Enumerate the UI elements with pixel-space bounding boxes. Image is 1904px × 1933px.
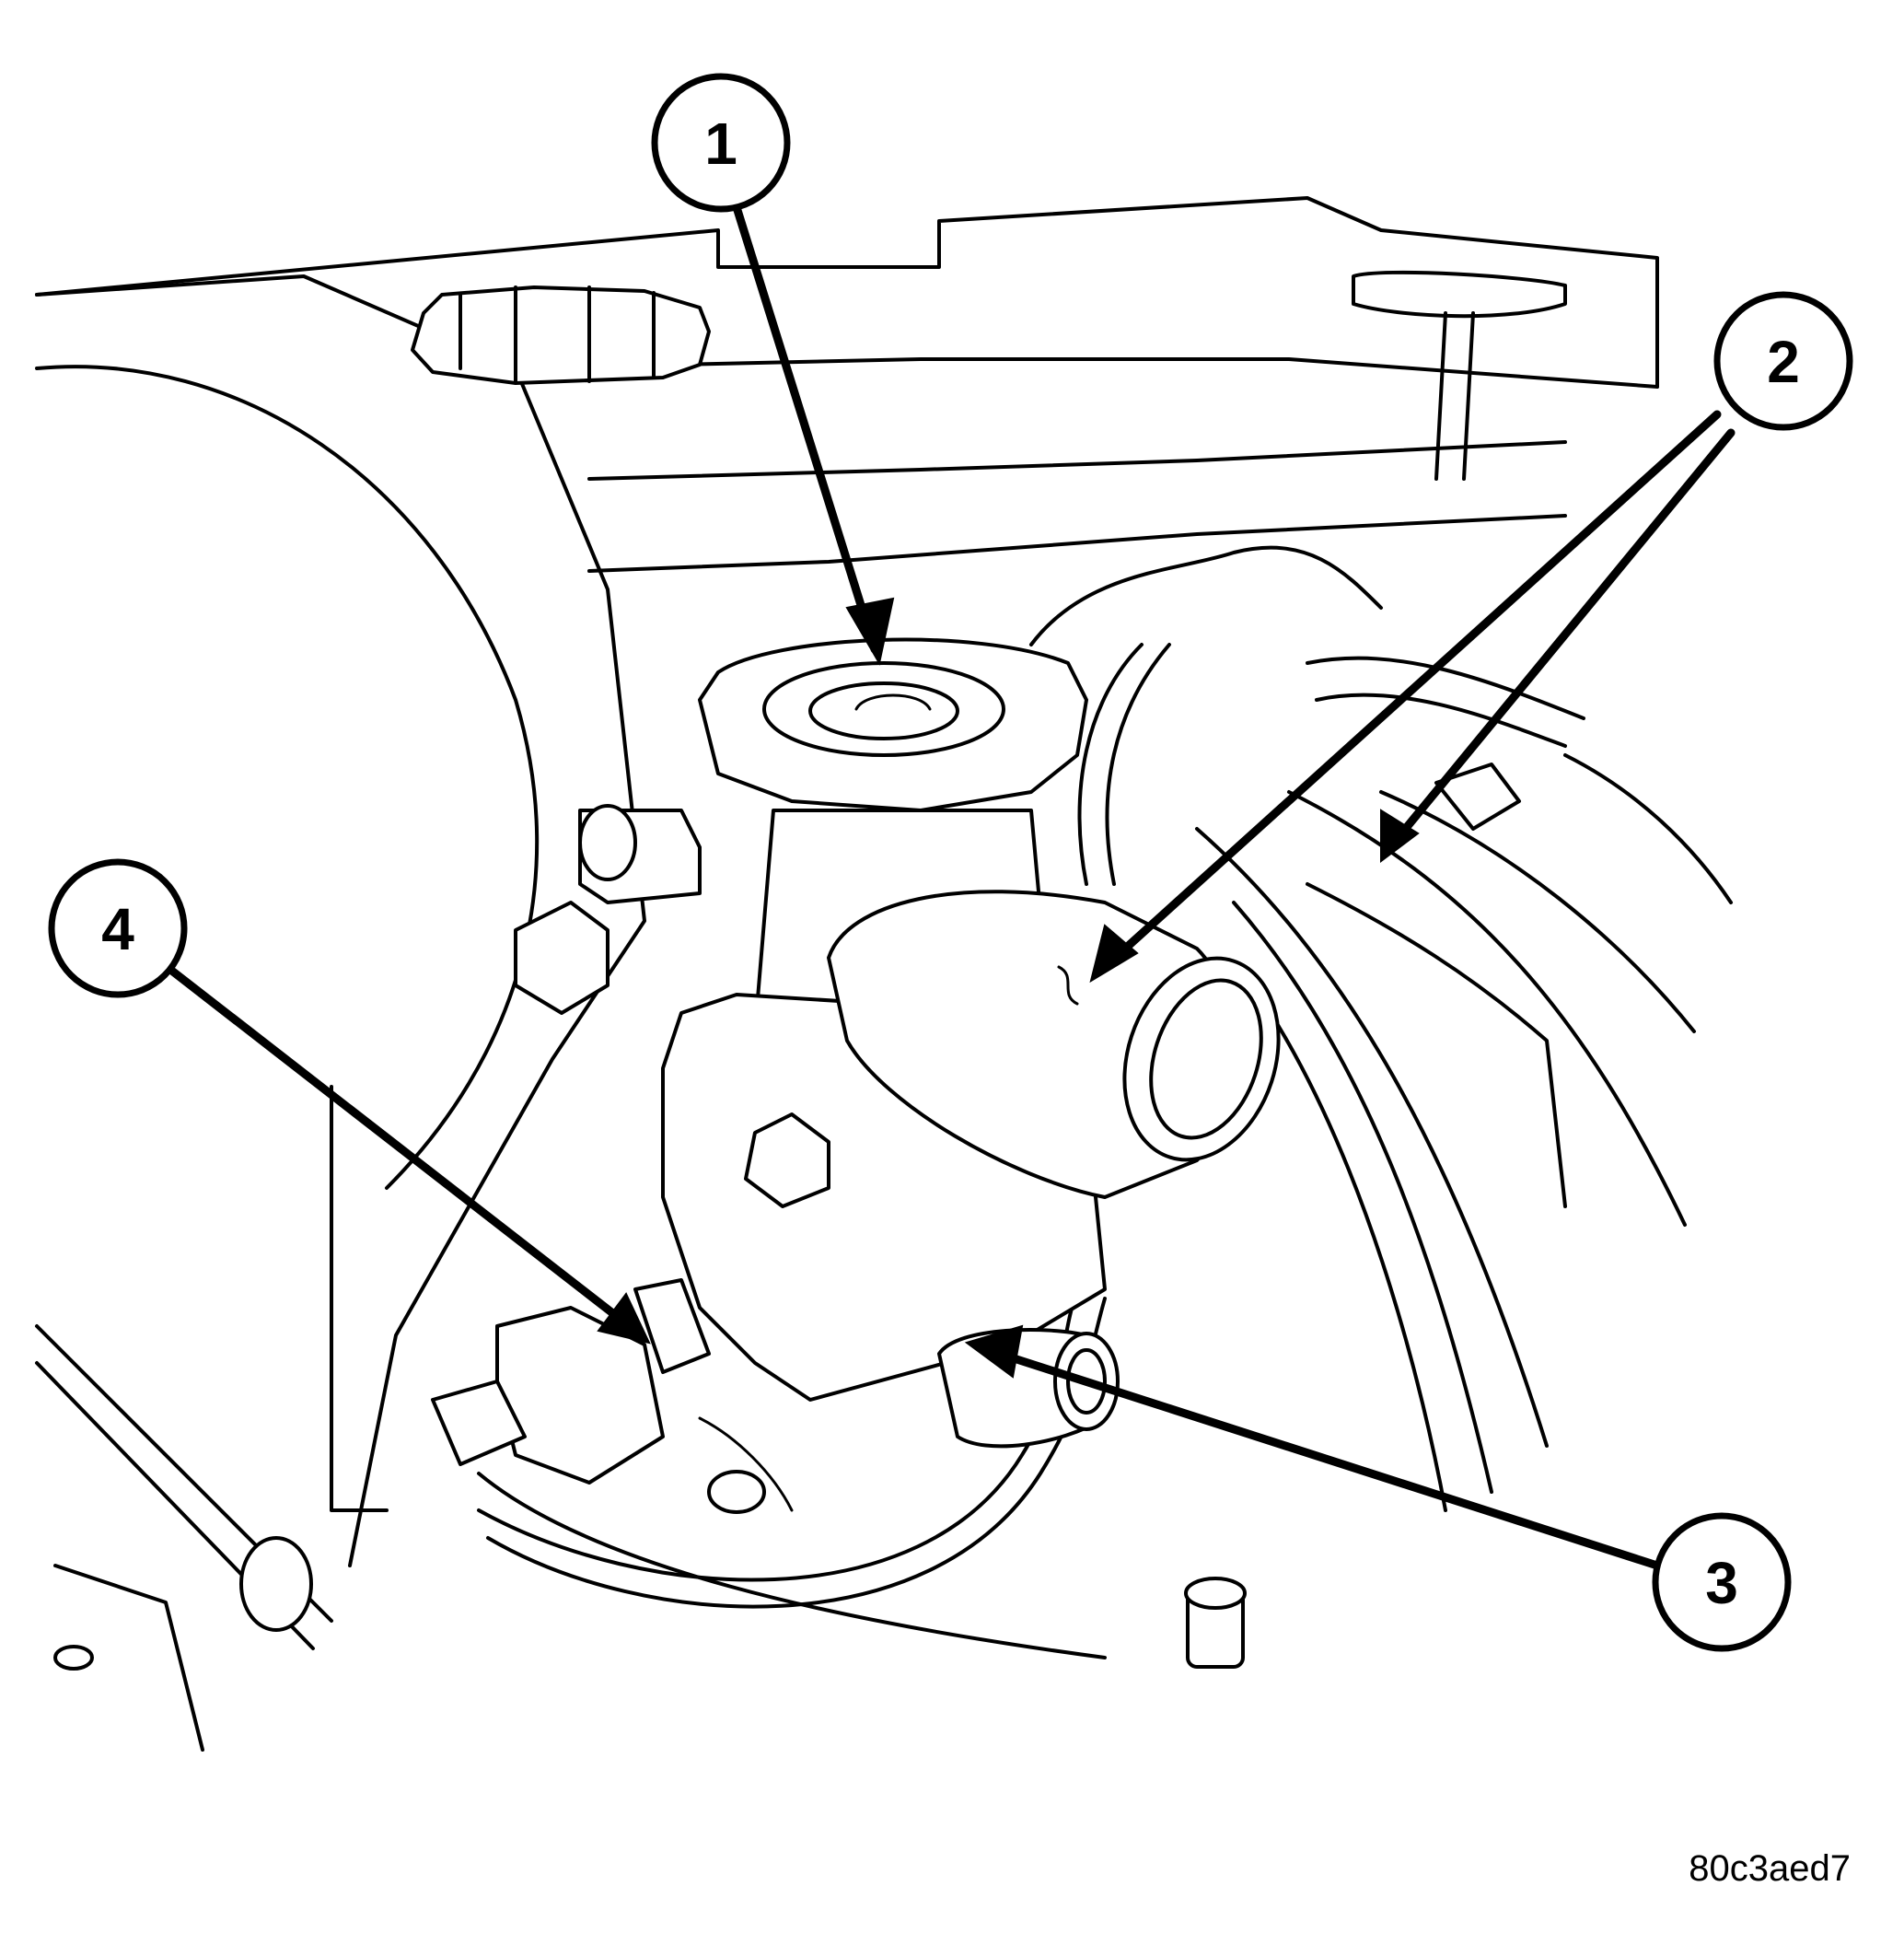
arrowhead-1	[845, 597, 895, 666]
engine-line-art	[35, 196, 1733, 1752]
leader-line-2a	[1386, 428, 1736, 852]
callout-label-2: 2	[1767, 329, 1800, 395]
callout-circle-1	[651, 73, 791, 213]
callout-circle-2	[1713, 291, 1853, 431]
callout-label-3: 3	[1705, 1550, 1738, 1616]
arrowhead-2b	[1089, 924, 1139, 984]
arrowhead-3	[964, 1324, 1024, 1379]
callout-circle-4	[48, 858, 188, 998]
callout-group-1: 1	[651, 73, 895, 666]
thermostat-housing	[661, 637, 1281, 1514]
leader-line-1	[732, 203, 879, 654]
callout-group-4: 4	[48, 858, 651, 1345]
arrowhead-2a	[1380, 809, 1420, 863]
figure-code: 80c3aed7	[1689, 1848, 1851, 1889]
callout-circle-3	[1652, 1512, 1792, 1652]
callout-group-2: 2	[1089, 291, 1853, 984]
leader-line-4	[157, 958, 640, 1335]
arrowhead-4	[597, 1292, 651, 1345]
callout-label-4: 4	[101, 896, 134, 962]
callout-label-1: 1	[704, 111, 737, 177]
callout-group-3: 3	[964, 1324, 1792, 1652]
leader-line-3	[981, 1345, 1662, 1570]
leader-line-2b	[1100, 410, 1722, 972]
